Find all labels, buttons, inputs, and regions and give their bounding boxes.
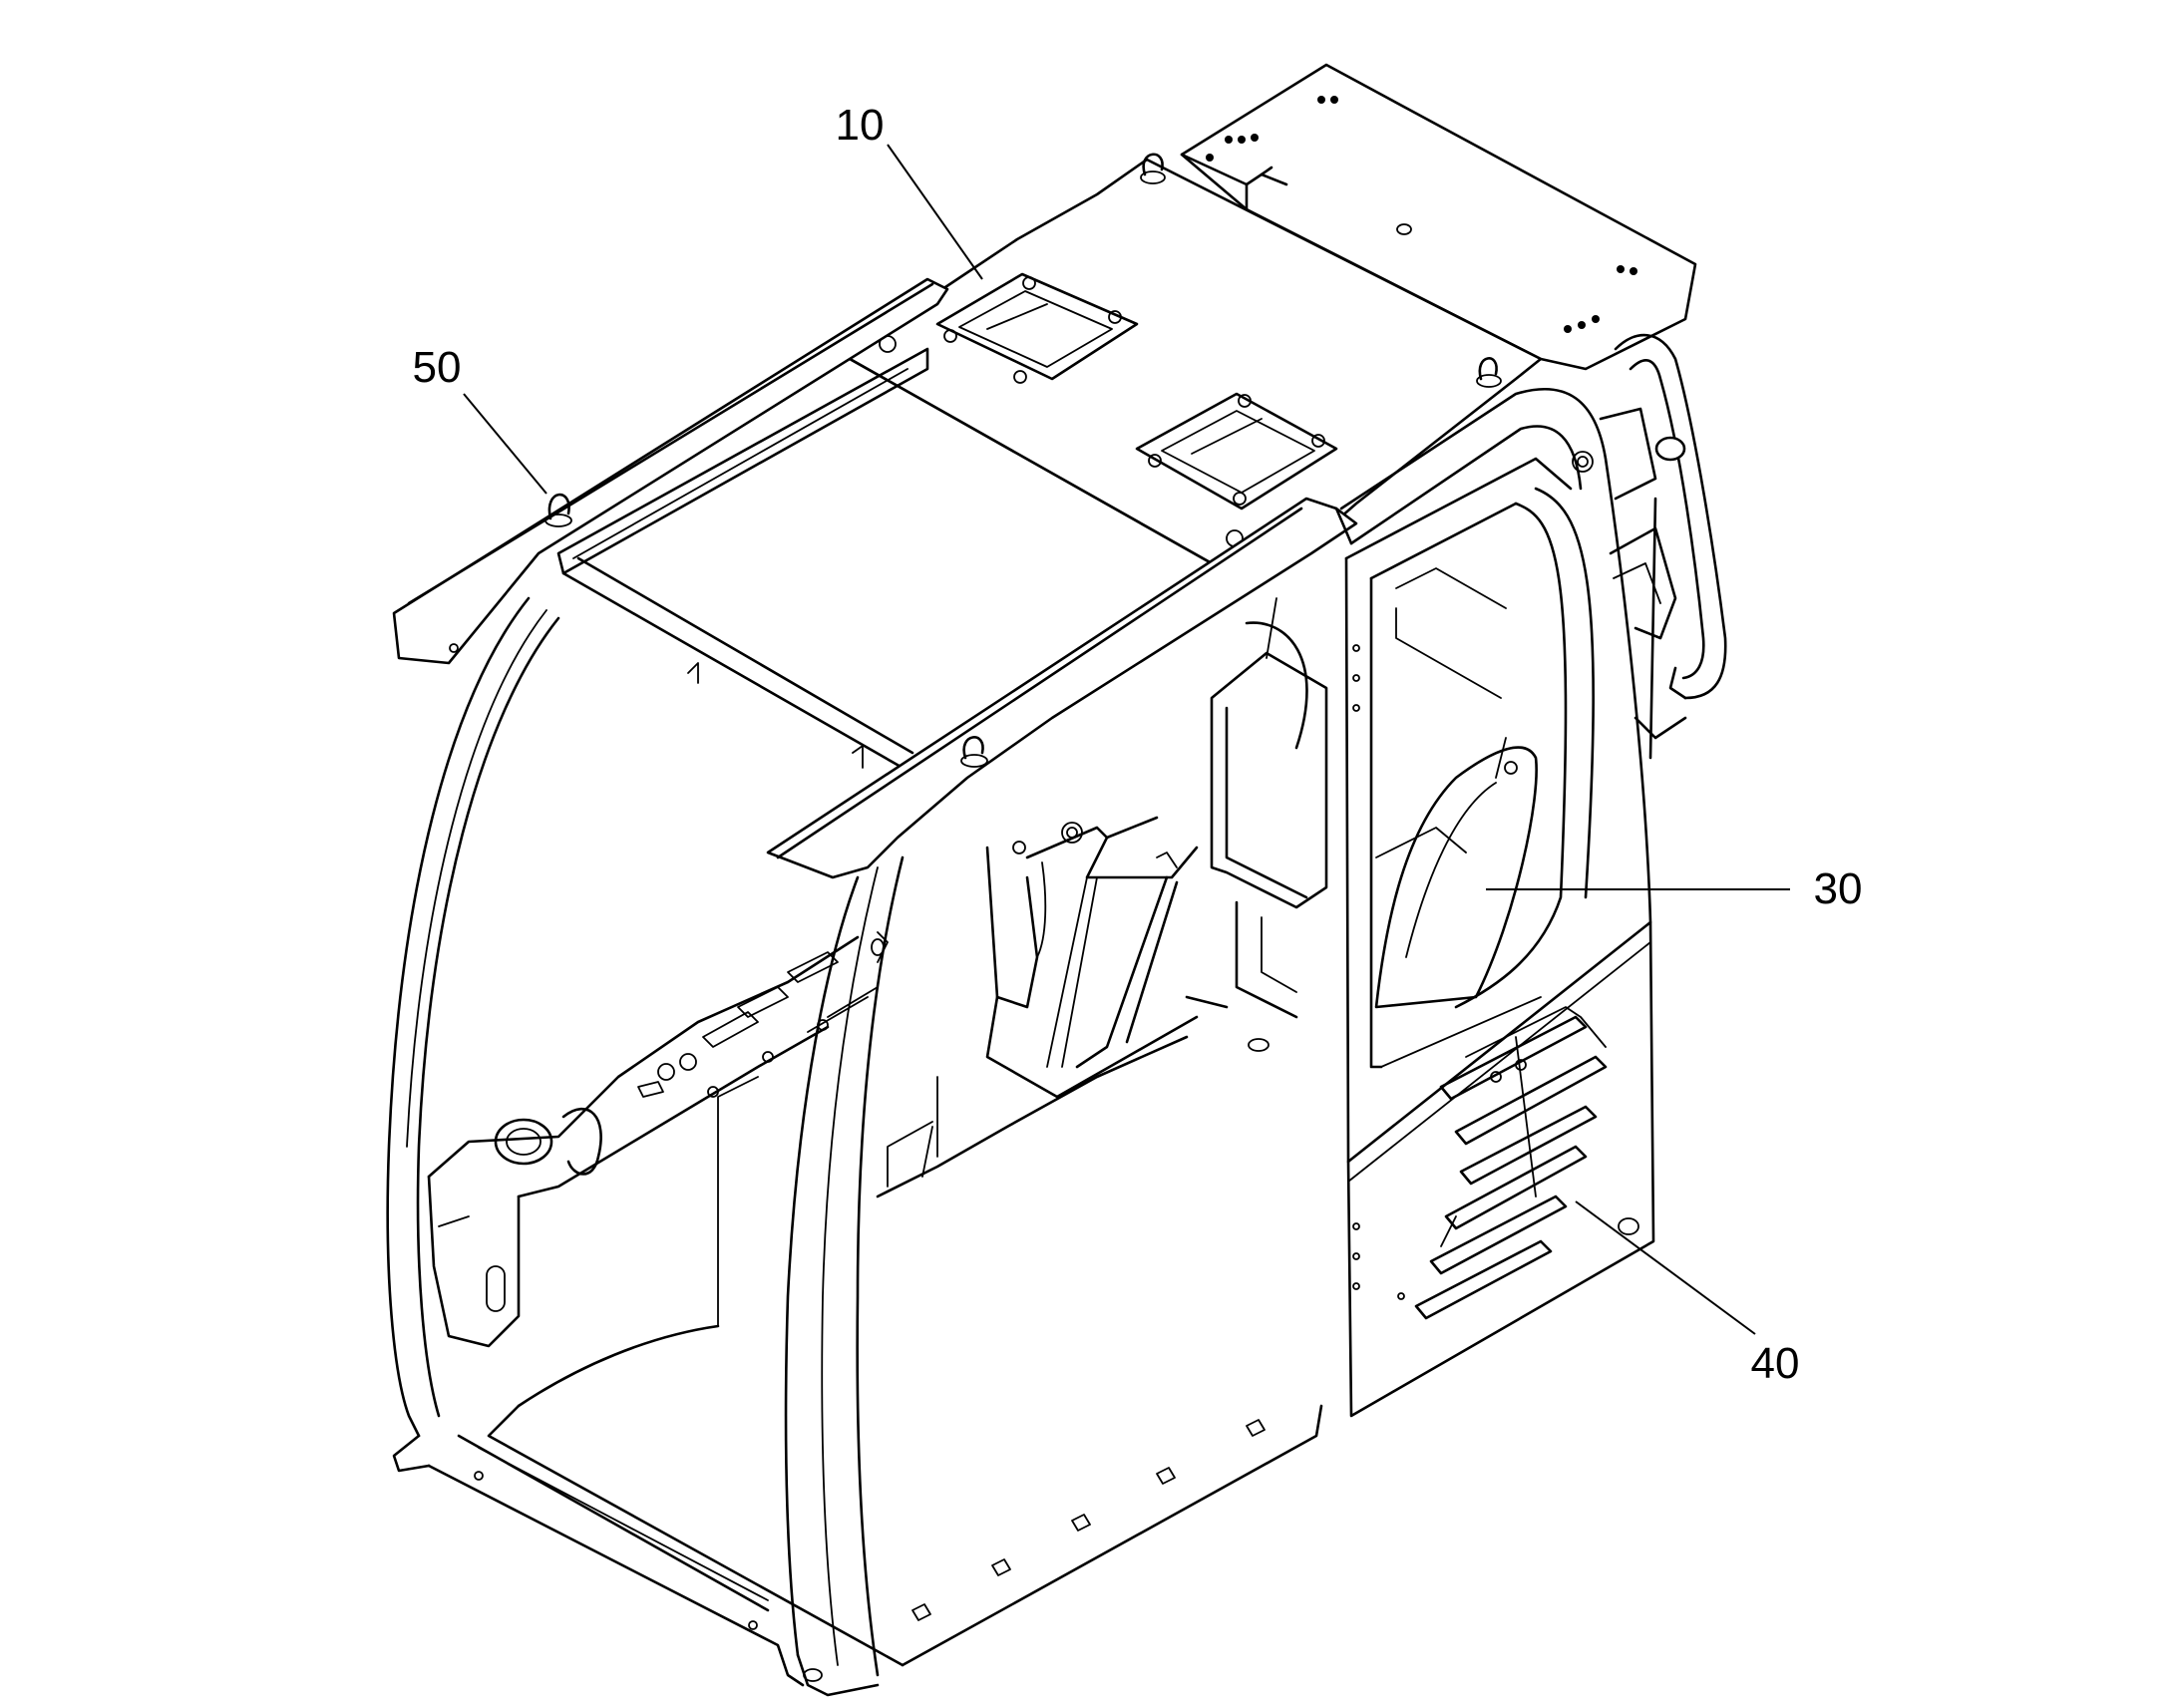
leader-40 (1575, 1200, 1756, 1335)
handrail (1599, 333, 1727, 760)
interior-structure (427, 597, 1328, 1667)
callout-40: 40 (1751, 1339, 1800, 1388)
leader-lines (463, 144, 1790, 1335)
roof-panel (834, 63, 1697, 565)
leader-50 (463, 393, 547, 495)
callouts: 10 50 30 40 (413, 101, 1863, 1388)
callout-50: 50 (413, 343, 462, 392)
callout-10: 10 (836, 101, 885, 150)
leader-10 (887, 144, 983, 280)
callout-30: 30 (1814, 864, 1863, 913)
door-frame (1339, 387, 1655, 1418)
front-frame (386, 277, 1358, 1697)
